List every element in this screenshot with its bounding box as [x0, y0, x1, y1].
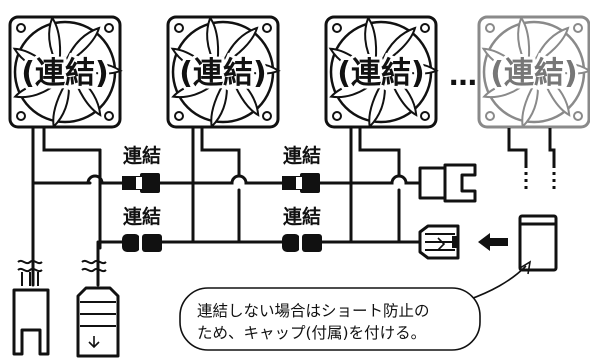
fan-3-label: (連結) [337, 56, 424, 91]
end-connector-lower [418, 224, 460, 260]
note-line-2: ため、キャップ(付属)を付ける。 [197, 324, 426, 342]
fan-4-label: (連結) [490, 56, 577, 91]
connector-label-upper-1: 連結 [123, 144, 161, 167]
upper-connector-2 [282, 173, 320, 193]
connector-label-upper-2: 連結 [283, 144, 321, 167]
callout-arrow [467, 265, 527, 301]
note-line-1: 連結しない場合はショート防止の [197, 302, 430, 320]
fan-2-label: (連結) [179, 56, 266, 91]
bottom-connector-3pin [12, 259, 50, 356]
connector-label-lower-2: 連結 [283, 205, 321, 228]
end-connector-upper [418, 163, 477, 203]
fan-1: (連結) [10, 17, 121, 127]
wiring [31, 126, 422, 287]
lower-connector-1 [122, 234, 162, 252]
upper-connector-1 [122, 173, 160, 193]
fan-2: (連結) [168, 17, 279, 127]
bottom-connector-4pin [76, 259, 120, 358]
lower-connector-2 [282, 234, 322, 252]
insert-arrow [478, 233, 508, 251]
ellipsis-more-fans: … [449, 59, 477, 92]
note-bubble: 連結しない場合はショート防止の ため、キャップ(付属)を付ける。 [179, 287, 481, 351]
connector-label-lower-1: 連結 [123, 205, 161, 228]
fan-4-faded: (連結) [479, 17, 590, 127]
fan-4-leads [507, 128, 556, 192]
cap [518, 214, 558, 272]
fan-1-label: (連結) [21, 56, 108, 91]
fan-3: (連結) [326, 17, 437, 127]
